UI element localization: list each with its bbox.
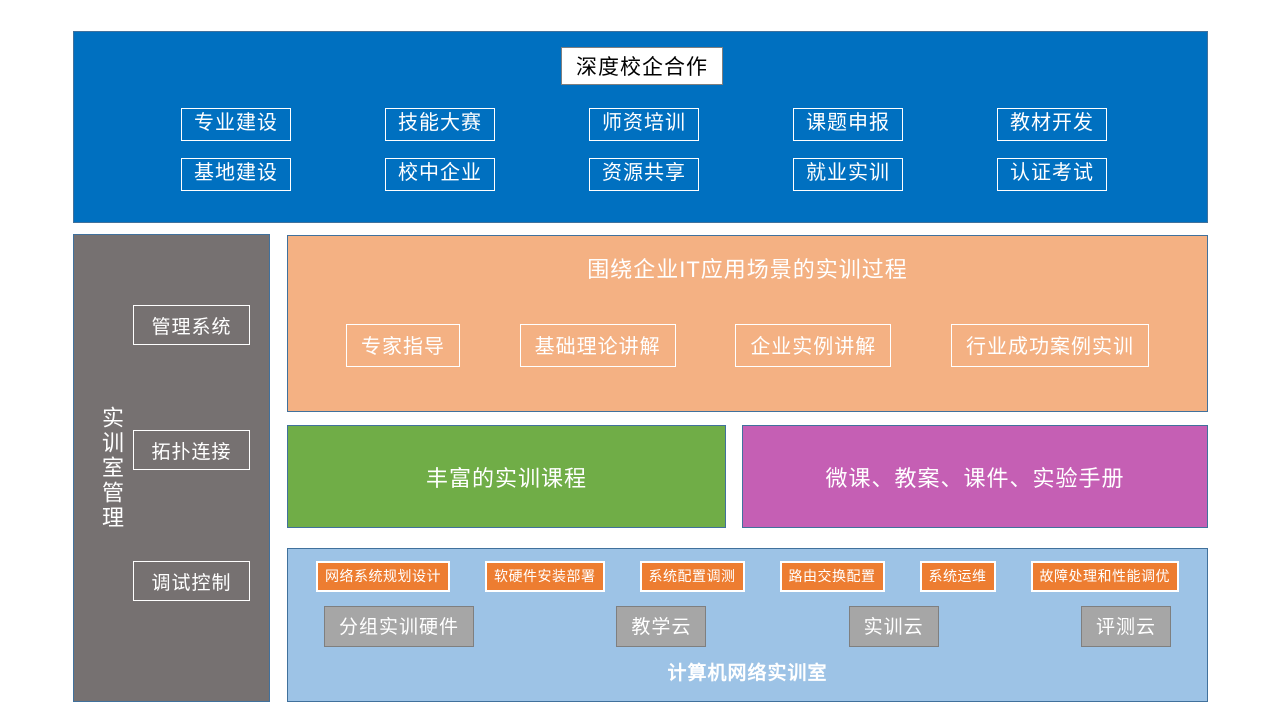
skill-chip-fault-handling-tuning[interactable]: 故障处理和性能调优 — [1030, 561, 1179, 592]
header-tag-base-construction[interactable]: 基地建设 — [181, 157, 291, 191]
deep-school-enterprise-cooperation-panel: 深度校企合作 专业建设 技能大赛 师资培训 课题申报 教材开发 基地建设 校中企… — [73, 31, 1208, 223]
process-tag-basic-theory[interactable]: 基础理论讲解 — [519, 324, 676, 367]
header-tag-textbook-development[interactable]: 教材开发 — [997, 107, 1107, 141]
lab-management-sidebar: 实训室管理 管理系统 拓扑连接 调试控制 — [73, 234, 270, 702]
header-tag-employment-training[interactable]: 就业实训 — [793, 157, 903, 191]
process-tag-industry-success-case[interactable]: 行业成功案例实训 — [950, 324, 1149, 367]
materials-panel-label: 微课、教案、课件、实验手册 — [825, 465, 1125, 491]
header-tag-grid: 专业建设 技能大赛 师资培训 课题申报 教材开发 基地建设 校中企业 资源共享 … — [134, 99, 1154, 199]
courses-panel-label: 丰富的实训课程 — [425, 465, 587, 491]
header-tag-in-school-enterprise[interactable]: 校中企业 — [385, 157, 495, 191]
lab-footer-title: 计算机网络实训室 — [667, 663, 828, 684]
header-tag-project-application[interactable]: 课题申报 — [793, 107, 903, 141]
process-tag-enterprise-case[interactable]: 企业实例讲解 — [735, 324, 892, 367]
process-tag-expert-guidance[interactable]: 专家指导 — [346, 324, 460, 367]
sidebar-item-management-system[interactable]: 管理系统 — [133, 305, 250, 345]
training-process-panel: 围绕企业IT应用场景的实训过程 专家指导 基础理论讲解 企业实例讲解 行业成功案… — [287, 235, 1208, 412]
header-tag-teacher-training[interactable]: 师资培训 — [589, 107, 699, 141]
lab-resource-row: 分组实训硬件 教学云 实训云 评测云 — [314, 606, 1181, 647]
sidebar-item-debug-control[interactable]: 调试控制 — [133, 561, 250, 601]
resource-chip-group-training-hardware[interactable]: 分组实训硬件 — [324, 606, 475, 647]
skill-chip-routing-switching[interactable]: 路由交换配置 — [779, 561, 885, 592]
header-tag-major-construction[interactable]: 专业建设 — [181, 107, 291, 141]
skill-chip-system-configuration[interactable]: 系统配置调测 — [639, 561, 745, 592]
skill-chip-hardware-software-deployment[interactable]: 软硬件安装部署 — [485, 561, 605, 592]
rich-training-courses-panel[interactable]: 丰富的实训课程 — [287, 425, 726, 528]
header-title-box: 深度校企合作 — [561, 47, 723, 85]
sidebar-item-topology-connection[interactable]: 拓扑连接 — [133, 430, 250, 470]
header-tag-skill-competition[interactable]: 技能大赛 — [385, 107, 495, 141]
resource-chip-assessment-cloud[interactable]: 评测云 — [1080, 606, 1171, 647]
process-panel-heading: 围绕企业IT应用场景的实训过程 — [587, 257, 908, 282]
header-tag-certification-exam[interactable]: 认证考试 — [997, 157, 1107, 191]
header-tag-resource-sharing[interactable]: 资源共享 — [589, 157, 699, 191]
resource-chip-training-cloud[interactable]: 实训云 — [848, 606, 939, 647]
skill-chip-network-planning[interactable]: 网络系统规划设计 — [316, 561, 450, 592]
lab-skill-row: 网络系统规划设计 软硬件安装部署 系统配置调测 路由交换配置 系统运维 故障处理… — [302, 561, 1193, 592]
computer-network-lab-panel: 网络系统规划设计 软硬件安装部署 系统配置调测 路由交换配置 系统运维 故障处理… — [287, 548, 1208, 702]
skill-chip-system-operation[interactable]: 系统运维 — [919, 561, 996, 592]
teaching-materials-panel[interactable]: 微课、教案、课件、实验手册 — [742, 425, 1208, 528]
resource-chip-teaching-cloud[interactable]: 教学云 — [616, 606, 707, 647]
sidebar-vertical-label: 实训室管理 — [99, 405, 124, 531]
process-tag-row: 专家指导 基础理论讲解 企业实例讲解 行业成功案例实训 — [316, 324, 1179, 367]
